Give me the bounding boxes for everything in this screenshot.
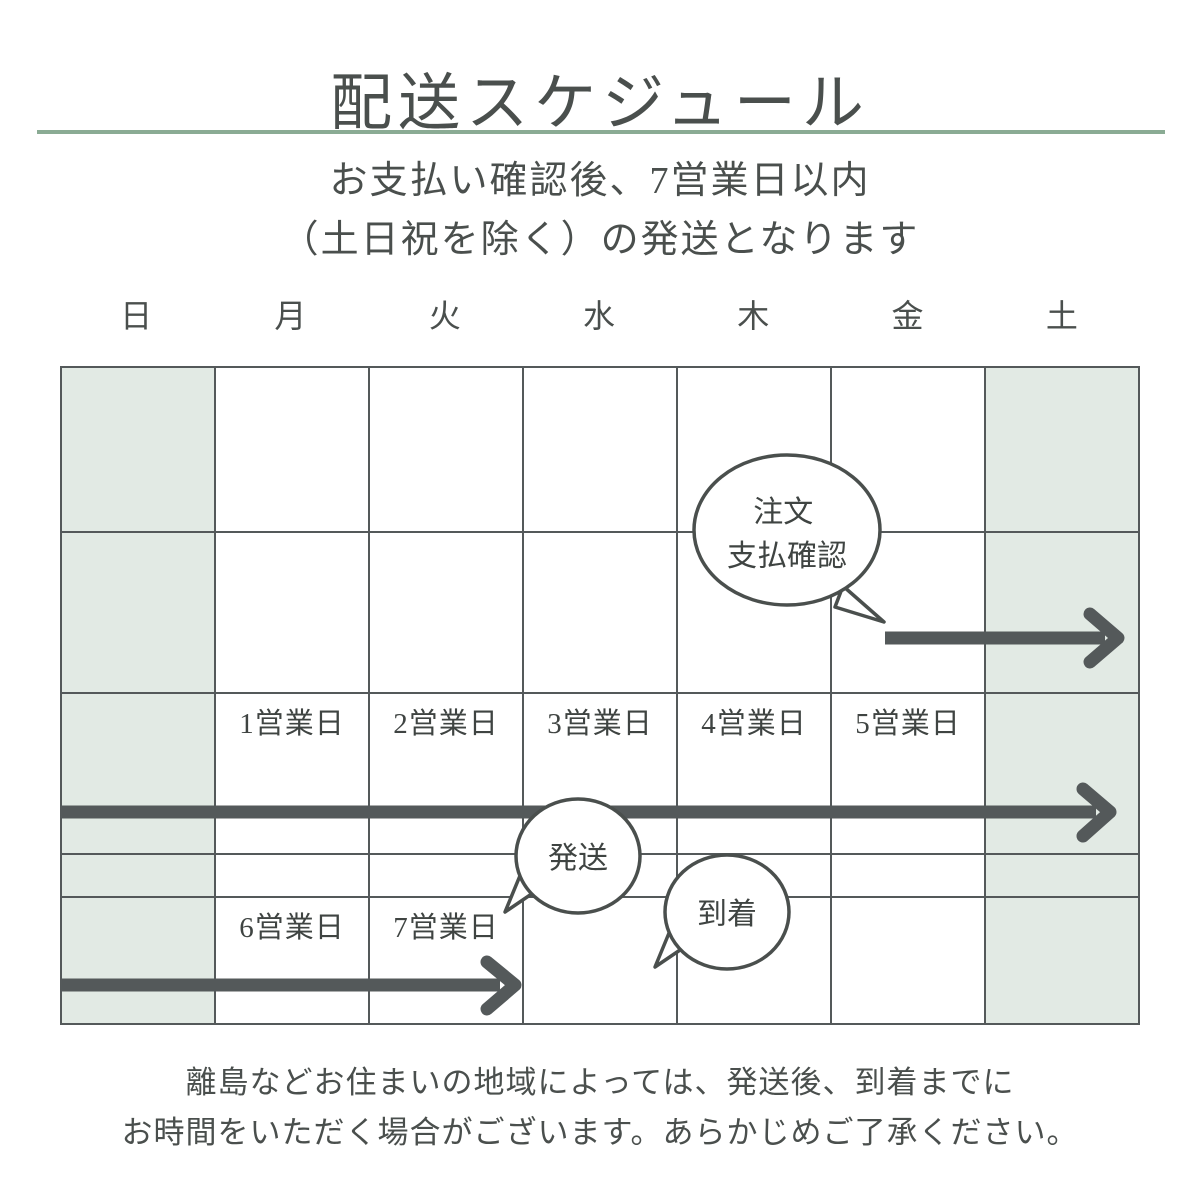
cell-label: 5営業日 xyxy=(855,708,961,740)
title-divider xyxy=(37,130,1165,134)
cell-r2-mon xyxy=(214,531,370,694)
cell-r2-sat xyxy=(984,531,1140,694)
cell-r1-sun xyxy=(60,366,216,533)
cell-r5-mon: 6営業日 xyxy=(214,896,370,1025)
cell-label xyxy=(678,855,830,871)
cell-r4-wed xyxy=(522,853,678,898)
cell-r3-tue: 2営業日 xyxy=(368,692,524,855)
cell-label xyxy=(986,368,1138,384)
cell-label: 6営業日 xyxy=(239,912,345,944)
weekday-wed: 水 xyxy=(582,298,617,334)
subtitle-line-1: お支払い確認後、7営業日以内 xyxy=(329,160,871,202)
calendar-table: 1営業日 2営業日 3営業日 4営業日 5営業日 6営業日 7営業日 xyxy=(60,366,1140,1025)
cell-r1-wed xyxy=(522,366,678,533)
cell-r2-thu xyxy=(676,531,832,694)
footer-line-2: お時間をいただく場合がございます。あらかじめご了承ください。 xyxy=(121,1114,1079,1150)
subtitle-line-2: （土日祝を除く）の発送となります xyxy=(280,218,920,261)
cell-label xyxy=(62,855,214,871)
cell-r3-thu: 4営業日 xyxy=(676,692,832,855)
cell-label xyxy=(216,368,368,384)
cell-label xyxy=(524,898,676,914)
cell-label: 3営業日 xyxy=(547,708,653,740)
cell-r1-sat xyxy=(984,366,1140,533)
weekday-tue: 火 xyxy=(428,298,463,334)
cell-r3-wed: 3営業日 xyxy=(522,692,678,855)
cell-label xyxy=(62,898,214,914)
cell-label xyxy=(216,533,368,549)
cell-r5-sun xyxy=(60,896,216,1025)
cell-r5-wed xyxy=(522,896,678,1025)
cell-label xyxy=(986,855,1138,871)
weekday-thu: 木 xyxy=(737,298,772,334)
cell-r2-wed xyxy=(522,531,678,694)
cell-label xyxy=(524,855,676,871)
cell-r1-thu xyxy=(676,366,832,533)
calendar-grid: 1営業日 2営業日 3営業日 4営業日 5営業日 6営業日 7営業日 xyxy=(60,366,1140,1025)
cell-label xyxy=(678,898,830,914)
cell-label xyxy=(370,855,522,871)
cell-r5-tue: 7営業日 xyxy=(368,896,524,1025)
cell-r1-tue xyxy=(368,366,524,533)
cell-label xyxy=(832,898,984,914)
cell-label xyxy=(524,368,676,384)
cell-label xyxy=(986,898,1138,914)
cell-label: 7営業日 xyxy=(393,912,499,944)
footer-note: 離島などお住まいの地域によっては、発送後、到着までに お時間をいただく場合がござ… xyxy=(0,1058,1200,1157)
weekday-mon: 月 xyxy=(274,298,309,334)
cell-label xyxy=(986,694,1138,710)
page-title: 配送スケジュール xyxy=(330,69,870,138)
cell-r4-sat xyxy=(984,853,1140,898)
cell-label xyxy=(986,533,1138,549)
cell-label: 4営業日 xyxy=(701,708,807,740)
cell-r4-mon xyxy=(214,853,370,898)
cell-r2-sun xyxy=(60,531,216,694)
cell-r3-mon: 1営業日 xyxy=(214,692,370,855)
cell-label xyxy=(832,533,984,549)
cell-r5-fri xyxy=(830,896,986,1025)
cell-r1-mon xyxy=(214,366,370,533)
cell-r4-sun xyxy=(60,853,216,898)
table-row xyxy=(60,531,1140,694)
cell-r5-thu xyxy=(676,896,832,1025)
table-row xyxy=(60,366,1140,533)
cell-r4-fri xyxy=(830,853,986,898)
cell-label xyxy=(62,368,214,384)
weekday-sat: 土 xyxy=(1045,298,1080,334)
weekday-fri: 金 xyxy=(891,298,926,334)
cell-r3-sat xyxy=(984,692,1140,855)
cell-label: 1営業日 xyxy=(239,708,345,740)
cell-label xyxy=(370,533,522,549)
table-row: 1営業日 2営業日 3営業日 4営業日 5営業日 xyxy=(60,692,1140,855)
cell-r4-thu xyxy=(676,853,832,898)
footer-line-1: 離島などお住まいの地域によっては、発送後、到着までに xyxy=(185,1065,1015,1100)
cell-label xyxy=(524,533,676,549)
cell-label xyxy=(62,533,214,549)
cell-r3-sun xyxy=(60,692,216,855)
cell-r4-tue xyxy=(368,853,524,898)
cell-r1-fri xyxy=(830,366,986,533)
cell-r5-sat xyxy=(984,896,1140,1025)
cell-label: 2営業日 xyxy=(393,708,499,740)
table-row xyxy=(60,853,1140,898)
weekday-header-row: 日 月 火 水 木 金 土 xyxy=(60,300,1140,352)
cell-label xyxy=(832,368,984,384)
cell-label xyxy=(678,368,830,384)
table-row: 6営業日 7営業日 xyxy=(60,896,1140,1025)
cell-r3-fri: 5営業日 xyxy=(830,692,986,855)
cell-r2-tue xyxy=(368,531,524,694)
cell-label xyxy=(62,694,214,710)
cell-label xyxy=(370,368,522,384)
subtitle: お支払い確認後、7営業日以内 （土日祝を除く）の発送となります xyxy=(0,152,1200,270)
cell-r2-fri xyxy=(830,531,986,694)
cell-label xyxy=(832,855,984,871)
cell-label xyxy=(216,855,368,871)
weekday-sun: 日 xyxy=(120,298,155,334)
cell-label xyxy=(678,533,830,549)
